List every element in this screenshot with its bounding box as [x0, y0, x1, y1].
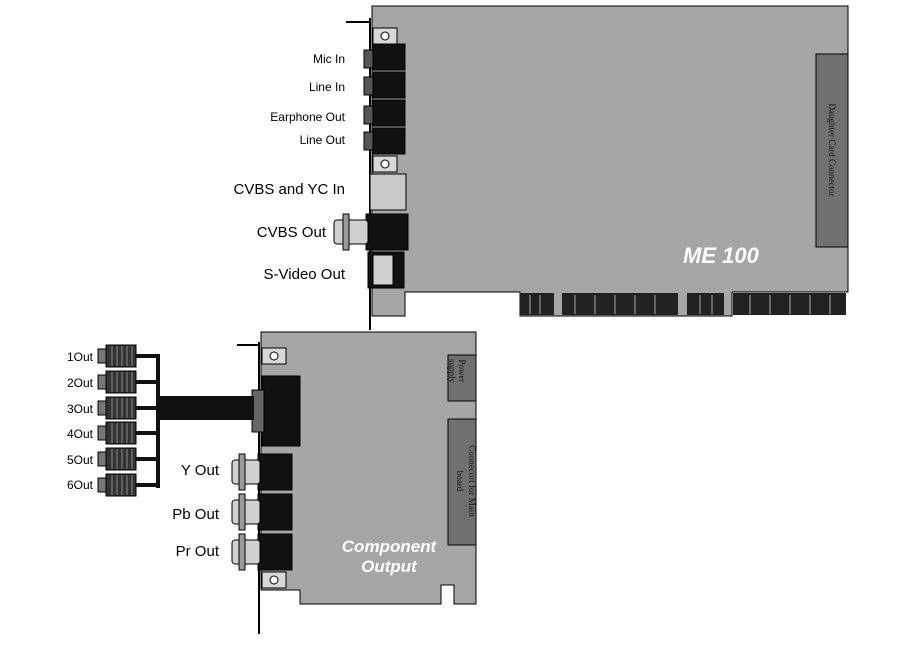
rca-plug-5	[97, 447, 137, 471]
rca-plug-3	[97, 396, 137, 420]
component-card	[231, 331, 477, 634]
mainboard-connector-label-line2: board	[455, 470, 465, 492]
rca-plug-4	[97, 421, 137, 445]
rca-plug-6	[97, 473, 137, 497]
breakout-cable	[97, 344, 254, 497]
edge-connector	[520, 293, 846, 315]
label-out-6: 6Out	[67, 478, 94, 492]
audio-jacks	[363, 43, 406, 155]
label-cvbs-out: CVBS Out	[256, 224, 326, 241]
label-earphone-out: Earphone Out	[270, 110, 345, 124]
component-bnc-jacks	[231, 453, 293, 571]
label-line-in: Line In	[308, 80, 345, 94]
label-cvbs-yc-in: CVBS and YC In	[233, 181, 345, 198]
rca-plug-1	[97, 344, 137, 368]
daughter-connector-label: Daughter Card Connector	[827, 103, 837, 197]
label-pb-out: Pb Out	[172, 506, 219, 523]
label-out-4: 4Out	[67, 427, 94, 441]
label-mic-in: Mic In	[312, 52, 345, 66]
label-line-out: Line Out	[299, 133, 345, 147]
label-y-out: Y Out	[180, 462, 219, 479]
label-pr-out: Pr Out	[175, 543, 219, 560]
power-supply-label-line1: Power	[457, 359, 467, 383]
rca-plug-2	[97, 370, 137, 394]
me100-title: ME 100	[683, 243, 759, 268]
label-svideo-out: S-Video Out	[263, 266, 345, 283]
component-title-line2: Output	[361, 557, 417, 576]
power-supply-label-line2: supply	[447, 358, 457, 383]
component-title-line1: Component	[341, 537, 437, 556]
mainboard-connector-label-line1: Connecort for Main	[467, 445, 477, 517]
me100-card	[333, 5, 849, 330]
label-out-5: 5Out	[67, 453, 94, 467]
label-out-1: 1Out	[67, 350, 94, 364]
label-out-3: 3Out	[67, 402, 94, 416]
label-out-2: 2Out	[67, 376, 94, 390]
